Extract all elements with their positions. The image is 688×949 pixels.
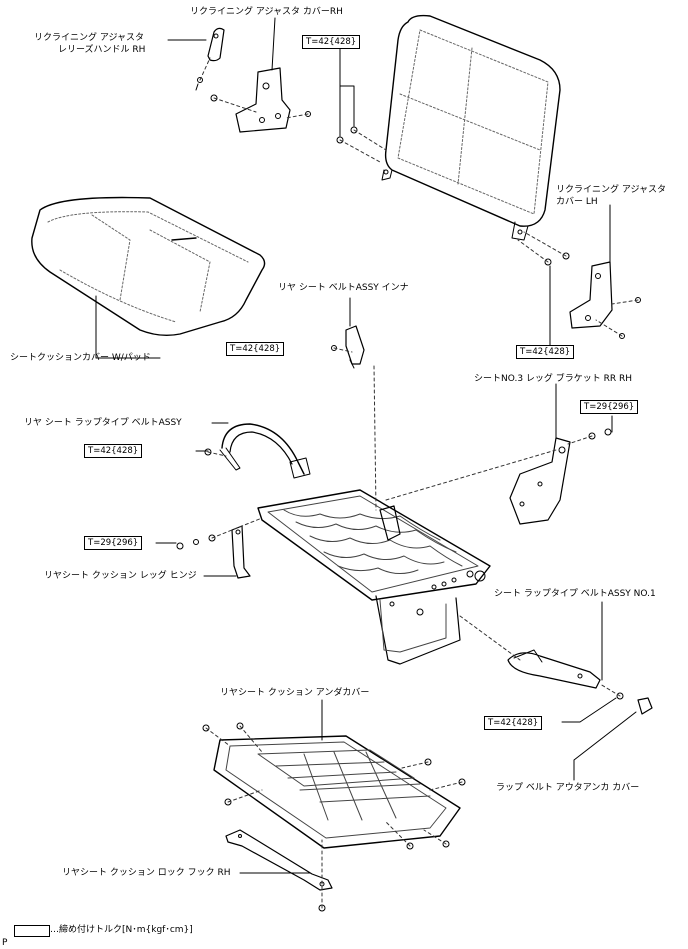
torque-spec-lap-belt-no1: T=42{428} <box>484 716 543 730</box>
seat-back <box>381 14 561 241</box>
label-release-handle-rh-line2: レリーズハンドル RH <box>58 45 146 55</box>
anchor-cover-part <box>637 697 653 715</box>
leg-bracket-part <box>509 437 571 525</box>
under-cover-part <box>213 735 461 849</box>
torque-spec-recliner-lh: T=42{428} <box>516 345 575 359</box>
seat-frame <box>257 489 491 601</box>
torque-spec-lap-belt: T=42{428} <box>84 444 143 458</box>
label-recliner-cover-lh-line2: カバー LH <box>556 197 598 207</box>
label-belt-inner: リヤ シート ベルトASSY インナ <box>278 283 409 293</box>
belt-inner-part <box>345 325 365 369</box>
label-lock-hook: リヤシート クッション ロック フック RH <box>62 868 231 878</box>
frame-leg <box>375 595 461 665</box>
lap-belt-part <box>219 423 311 479</box>
label-recliner-cover-rh: リクライニング アジャスタ カバーRH <box>190 7 343 17</box>
label-lap-belt-no1: シート ラップタイプ ベルトASSY NO.1 <box>494 589 656 599</box>
label-recliner-cover-lh-line1: リクライニング アジャスタ <box>556 185 667 195</box>
leader-lines <box>95 17 637 874</box>
leg-hinge-part <box>231 525 251 579</box>
torque-spec-belt-inner: T=42{428} <box>226 342 285 356</box>
cushion-cover-illustration <box>31 196 266 337</box>
label-under-cover: リヤシート クッション アンダカバー <box>220 688 370 698</box>
recliner-cover-rh-part <box>235 67 291 133</box>
legend-text: …締め付けトルク[N･m{kgf･cm}] <box>50 925 193 935</box>
release-handle-rh-part <box>207 27 225 62</box>
torque-spec-leg-hinge: T=29{296} <box>84 536 143 550</box>
label-release-handle-rh-line1: リクライニング アジャスタ <box>34 33 145 43</box>
assembly-lines <box>199 57 639 909</box>
lock-hook-part <box>225 829 333 891</box>
recliner-cover-lh-part <box>569 261 613 329</box>
lap-belt-no1-part <box>507 649 601 689</box>
bolts <box>176 77 641 912</box>
label-leg-bracket: シートNO.3 レッグ ブラケット RR RH <box>474 374 633 384</box>
torque-spec-seat-back: T=42{428} <box>302 35 361 49</box>
label-anchor-cover: ラップ ベルト アウタアンカ カバー <box>496 783 640 793</box>
label-cushion-cover: シートクッションカバー W/パッド <box>10 353 151 363</box>
legend-torque-box <box>14 925 50 937</box>
torque-spec-leg-bracket: T=29{296} <box>580 400 639 414</box>
label-lap-belt: リヤ シート ラップタイプ ベルトASSY <box>24 418 182 428</box>
page-mark: P <box>2 938 8 948</box>
label-leg-hinge: リヤシート クッション レッグ ヒンジ <box>44 571 197 581</box>
